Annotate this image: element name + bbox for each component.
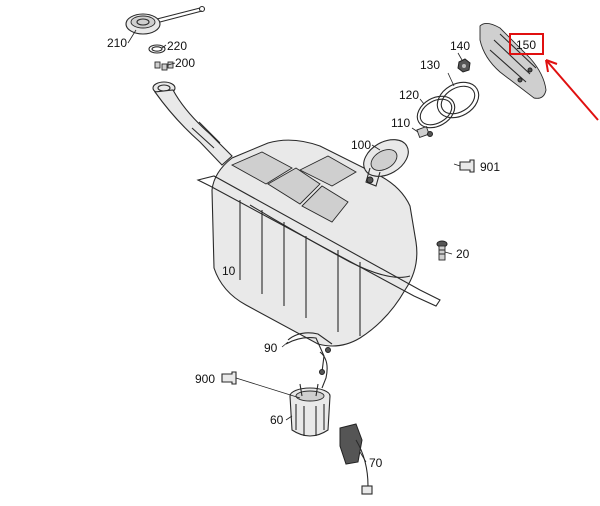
callout-140: 140 bbox=[450, 39, 470, 53]
part-60-fuel-pump bbox=[289, 383, 331, 437]
part-210-filler-cap bbox=[125, 5, 206, 35]
callout-90: 90 bbox=[264, 341, 278, 355]
part-110-connector bbox=[416, 125, 433, 139]
part-220-seal-ring bbox=[148, 44, 166, 54]
callout-60: 60 bbox=[270, 413, 284, 427]
part-200-clips bbox=[154, 61, 174, 71]
highlight-box-150 bbox=[509, 33, 544, 55]
part-901-connector bbox=[459, 159, 475, 173]
callout-10: 10 bbox=[222, 264, 236, 278]
callout-100: 100 bbox=[351, 138, 371, 152]
leader-lines bbox=[127, 29, 463, 463]
callout-900: 900 bbox=[195, 372, 215, 386]
highlight-arrow bbox=[545, 59, 599, 121]
callout-120: 120 bbox=[399, 88, 419, 102]
callout-901: 901 bbox=[480, 160, 500, 174]
part-20-bolt bbox=[436, 240, 448, 261]
part-10-fuel-tank bbox=[196, 139, 441, 347]
part-filler-neck bbox=[152, 81, 233, 166]
part-900-connector bbox=[221, 371, 237, 385]
part-140-nut bbox=[457, 58, 471, 73]
part-150-cover bbox=[479, 23, 547, 99]
callout-20: 20 bbox=[456, 247, 470, 261]
part-120-seal-ring bbox=[416, 95, 456, 129]
callout-220: 220 bbox=[167, 39, 187, 53]
callout-130: 130 bbox=[420, 58, 440, 72]
part-100-sender-unit bbox=[363, 139, 409, 187]
part-130-locking-ring bbox=[436, 81, 480, 119]
part-90-fuel-lines bbox=[285, 332, 333, 389]
part-70-level-sensor bbox=[339, 423, 373, 495]
callout-110: 110 bbox=[391, 116, 410, 130]
callout-150: 150 bbox=[516, 38, 536, 52]
callout-70: 70 bbox=[369, 456, 383, 470]
callout-210: 210 bbox=[107, 36, 127, 50]
callout-200: 200 bbox=[175, 56, 195, 70]
